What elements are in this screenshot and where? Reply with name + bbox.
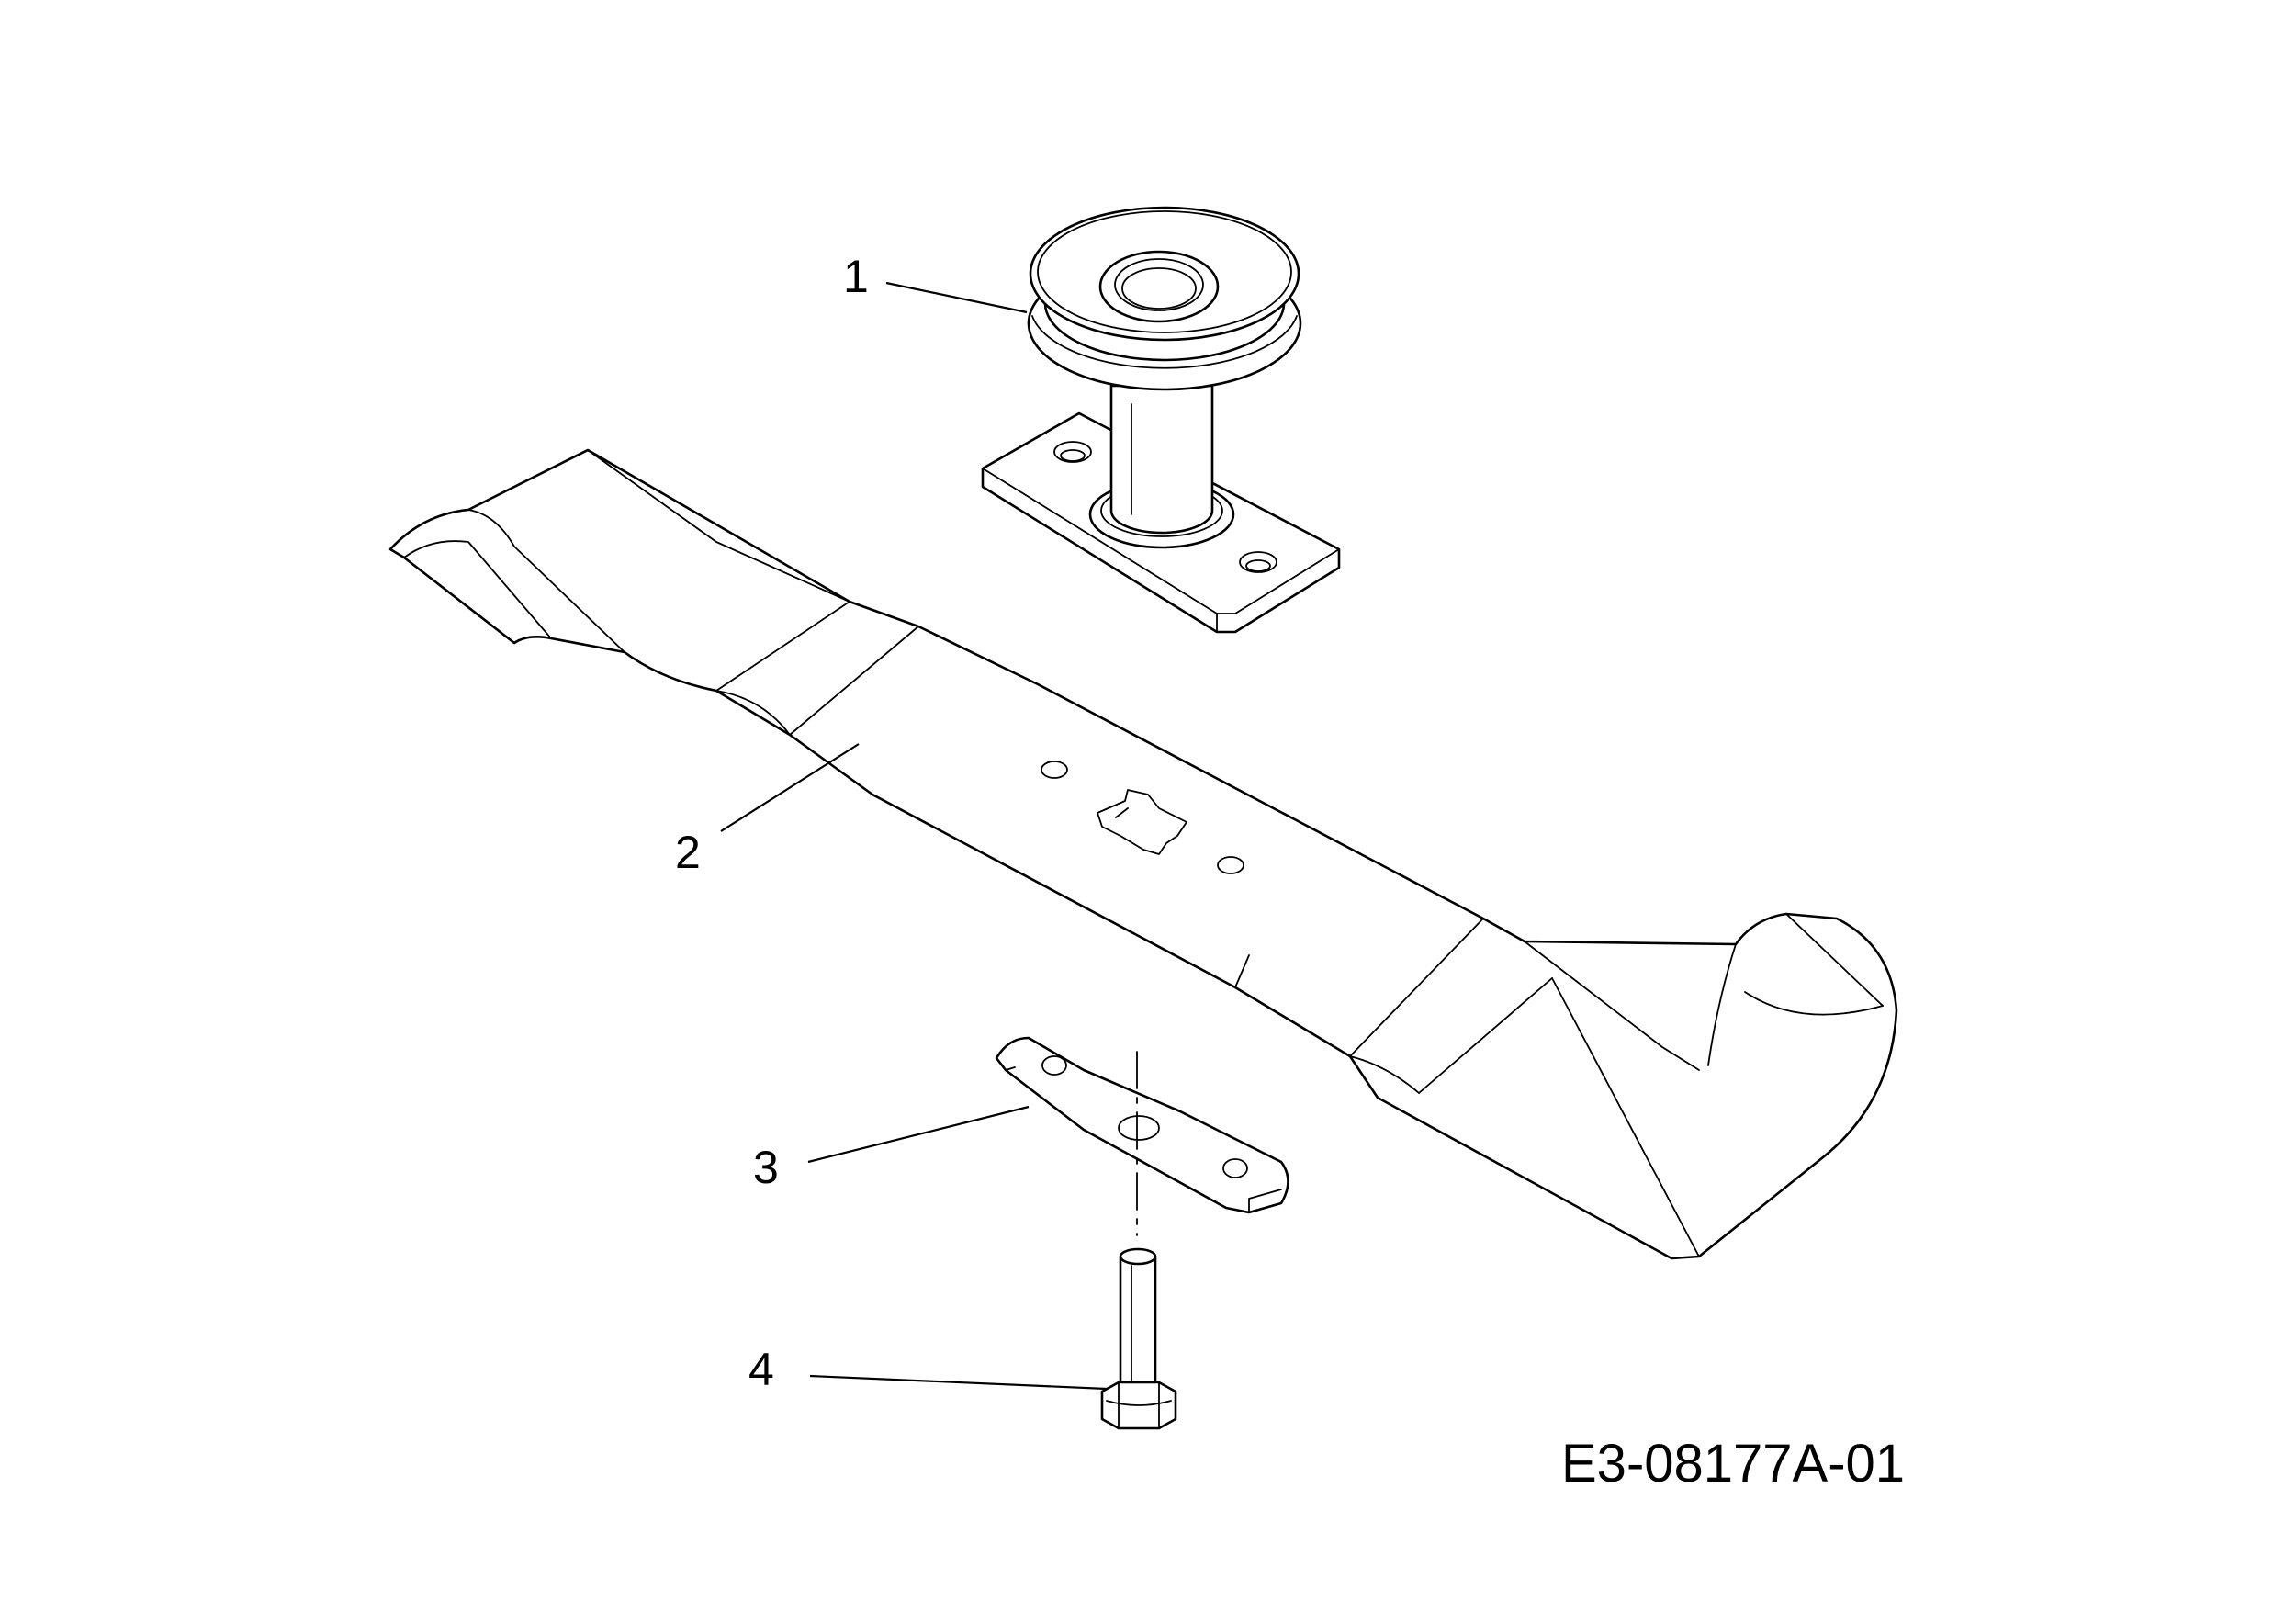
drawing-code: E3-08177A-01 — [1561, 1434, 1905, 1493]
callout-1: 1 — [843, 251, 869, 302]
leader-2 — [720, 743, 860, 832]
callout-2: 2 — [675, 827, 701, 878]
callout-4: 4 — [748, 1344, 774, 1395]
leader-4 — [809, 1374, 1108, 1391]
leader-3 — [807, 1105, 1030, 1164]
leader-1 — [885, 281, 1028, 314]
part-hex-bolt — [1100, 1247, 1177, 1430]
part-blade-spindle — [981, 206, 1341, 634]
callout-3: 3 — [753, 1142, 779, 1193]
part-mower-blade — [388, 448, 1898, 1260]
leader-lines — [720, 281, 1108, 1391]
part-blade-adapter — [995, 1036, 1289, 1236]
